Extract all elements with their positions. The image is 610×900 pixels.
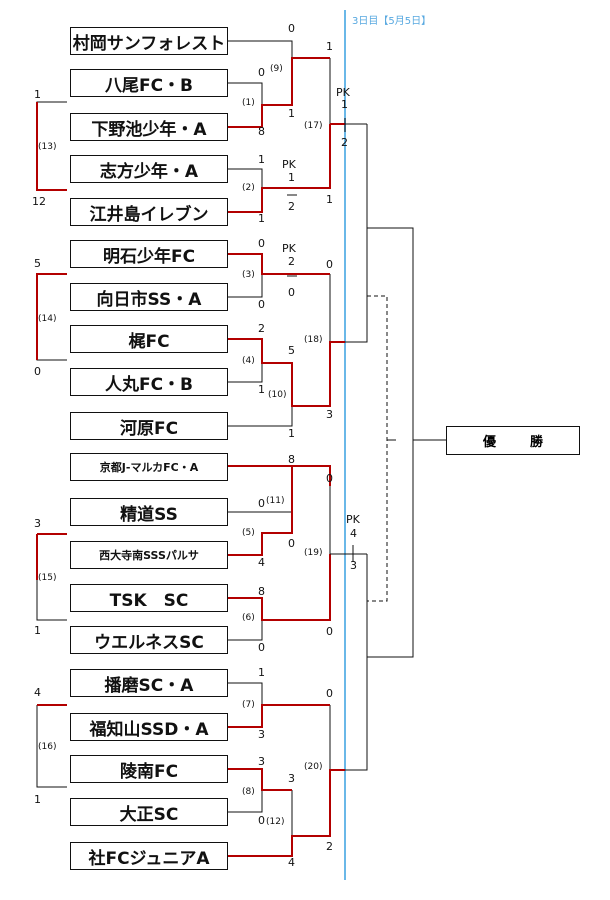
score: 0 (258, 814, 265, 827)
match-number: (11) (266, 496, 285, 506)
score: 0 (288, 286, 295, 299)
score: 1 (34, 793, 41, 806)
match-number: (13) (38, 142, 57, 152)
pk-label: PK (336, 86, 350, 99)
match-number: (4) (242, 356, 255, 366)
score: 3 (258, 728, 265, 741)
score: 12 (32, 195, 46, 208)
score: 8 (258, 585, 265, 598)
team-box-2: 八尾FC・B (70, 69, 228, 97)
score: 1 (34, 624, 41, 637)
score: 3 (34, 517, 41, 530)
score: 1 (288, 107, 295, 120)
score: 4 (258, 556, 265, 569)
match-number: (1) (242, 98, 255, 108)
team-box-16: 播磨SC・A (70, 669, 228, 697)
match-number: (14) (38, 314, 57, 324)
team-box-10: 河原FC (70, 412, 228, 440)
team-box-7: 向日市SS・A (70, 283, 228, 311)
match-number: (2) (242, 183, 255, 193)
score: 3 (258, 755, 265, 768)
score: 2 (288, 200, 295, 213)
score: 1 (258, 153, 265, 166)
match-number: (8) (242, 787, 255, 797)
team-box-3: 下野池少年・A (70, 113, 228, 141)
pk-label: PK (346, 513, 360, 526)
score: 0 (258, 298, 265, 311)
score: 0 (326, 625, 333, 638)
score: 1 (288, 427, 295, 440)
match-number: (17) (304, 121, 323, 131)
score: 0 (258, 641, 265, 654)
score: 2 (326, 840, 333, 853)
score: 1 (34, 88, 41, 101)
team-box-12: 精道SS (70, 498, 228, 526)
pk-label: PK (282, 242, 296, 255)
team-box-8: 梶FC (70, 325, 228, 353)
score: 0 (258, 237, 265, 250)
match-number: (6) (242, 613, 255, 623)
match-number: (12) (266, 817, 285, 827)
team-box-1: 村岡サンフォレスト (70, 27, 228, 55)
team-box-14: TSK SC (70, 584, 228, 612)
score: 5 (34, 257, 41, 270)
match-number: (16) (38, 742, 57, 752)
team-box-11: 京都J-マルカFC・A (70, 453, 228, 481)
score: 0 (326, 258, 333, 271)
match-number: (20) (304, 762, 323, 772)
score: 3 (350, 559, 357, 572)
match-number: (18) (304, 335, 323, 345)
score: 0 (258, 66, 265, 79)
score: 2 (288, 255, 295, 268)
team-box-19: 大正SC (70, 798, 228, 826)
score: 1 (258, 666, 265, 679)
score: 4 (350, 527, 357, 540)
score: 1 (326, 193, 333, 206)
team-box-20: 社FCジュニアA (70, 842, 228, 870)
score: 8 (258, 125, 265, 138)
team-box-4: 志方少年・A (70, 155, 228, 183)
champion-box: 優勝 (446, 426, 580, 455)
score: 1 (258, 212, 265, 225)
score: 8 (288, 453, 295, 466)
match-number: (9) (270, 64, 283, 74)
team-box-5: 江井島イレブン (70, 198, 228, 226)
team-box-13: 西大寺南SSSパルサ (70, 541, 228, 569)
score: 0 (288, 22, 295, 35)
match-number: (5) (242, 528, 255, 538)
score: 0 (288, 537, 295, 550)
team-box-9: 人丸FC・B (70, 368, 228, 396)
score: 1 (288, 171, 295, 184)
score: 0 (34, 365, 41, 378)
team-box-6: 明石少年FC (70, 240, 228, 268)
score: 1 (341, 98, 348, 111)
match-number: (7) (242, 700, 255, 710)
match-number: (10) (268, 390, 287, 400)
pk-label: PK (282, 158, 296, 171)
match-number: (19) (304, 548, 323, 558)
score: 2 (258, 322, 265, 335)
score: 3 (288, 772, 295, 785)
score: 3 (326, 408, 333, 421)
team-box-18: 陵南FC (70, 755, 228, 783)
team-box-17: 福知山SSD・A (70, 713, 228, 741)
score: 5 (288, 344, 295, 357)
score: 4 (34, 686, 41, 699)
day-label: 3日目【5月5日】 (352, 16, 432, 27)
score: 0 (258, 497, 265, 510)
score: 0 (326, 687, 333, 700)
match-number: (15) (38, 573, 57, 583)
team-box-15: ウエルネスSC (70, 626, 228, 654)
score: 4 (288, 856, 295, 869)
match-number: (3) (242, 270, 255, 280)
score: 1 (326, 40, 333, 53)
score: 1 (258, 383, 265, 396)
score: 2 (341, 136, 348, 149)
score: 0 (326, 472, 333, 485)
